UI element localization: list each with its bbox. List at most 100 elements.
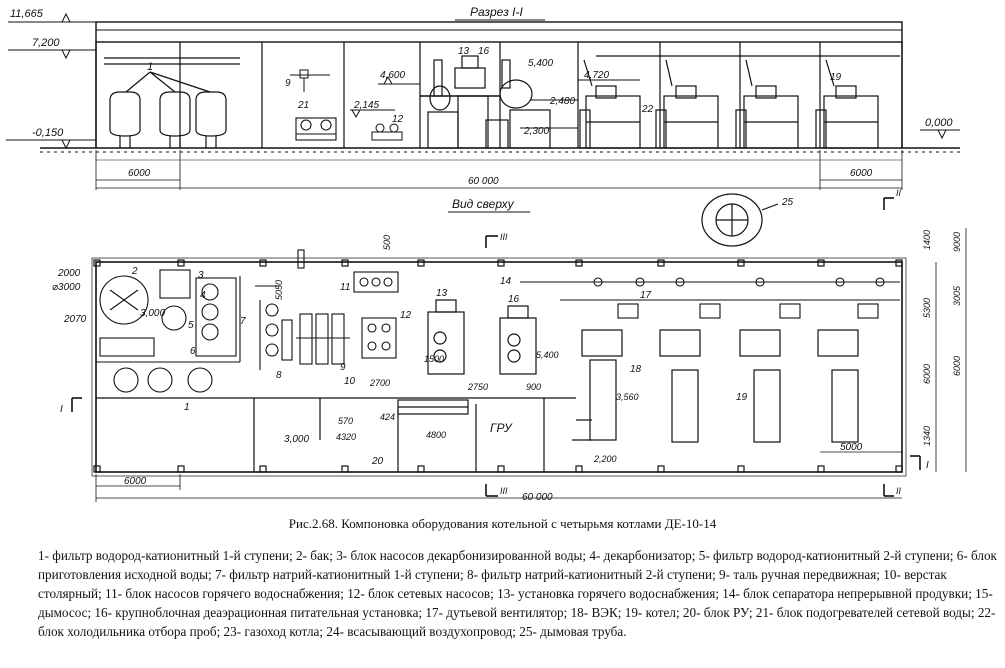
label-9-section: 9 <box>285 78 291 89</box>
plan-elev-3000-a: 3,000 <box>140 308 165 319</box>
label-14: 14 <box>500 276 512 287</box>
label-13-plan: 13 <box>436 288 448 299</box>
elevation-minus-0150: -0,150 <box>32 127 64 139</box>
fan-row-17 <box>520 277 900 319</box>
plan-dim-5400: 5,400 <box>536 350 559 360</box>
plan-dim-1500: 1500 <box>424 354 444 364</box>
pumps-12 <box>371 123 403 141</box>
layout-drawing: 11,665 7,200 -0,150 0,000 Разрез I-I <box>6 5 967 503</box>
section-dimensions <box>95 150 903 190</box>
plan-columns <box>93 259 903 473</box>
section-marks <box>71 197 921 497</box>
section-mark-i-right: I <box>926 460 929 471</box>
filter-tanks-1 <box>104 57 240 148</box>
label-19-section: 19 <box>830 72 842 83</box>
block-21 <box>295 117 337 141</box>
hoist-9 <box>290 69 330 92</box>
label-7: 7 <box>240 316 246 327</box>
plan-room-grpu: ГРУ <box>490 421 513 435</box>
plan-dim-5000: 5000 <box>840 442 863 453</box>
label-20: 20 <box>371 456 384 467</box>
label-12-section: 12 <box>392 114 404 125</box>
figure-legend: 1- фильтр водород-катионитный 1-й ступен… <box>38 548 997 639</box>
label-8: 8 <box>276 370 282 381</box>
plan-dim-r6000b: 6000 <box>952 356 962 376</box>
elevation-4720: 4,720 <box>584 70 609 81</box>
label-4: 4 <box>200 290 206 301</box>
plan-dim-2700: 2700 <box>369 378 390 388</box>
elevation-2145: 2,145 <box>353 100 379 111</box>
plan-dim-3560: 3,560 <box>616 392 639 402</box>
boilers-19-plan <box>572 329 859 443</box>
section-view: 11,665 7,200 -0,150 0,000 Разрез I-I <box>6 5 960 190</box>
elevation-5400: 5,400 <box>528 58 553 69</box>
plan-dimensions <box>95 228 967 502</box>
units-13-15-16 <box>427 55 551 149</box>
plan-dim-total: 60 000 <box>522 492 553 503</box>
plan-dim-left: 6000 <box>124 476 147 487</box>
plan-dim-500: 500 <box>382 235 392 250</box>
plan-dim-4320: 4320 <box>336 432 356 442</box>
section-title: Разрез I-I <box>470 5 523 19</box>
label-17: 17 <box>640 290 652 301</box>
plan-dim-570: 570 <box>338 416 353 426</box>
label-25: 25 <box>781 197 794 208</box>
lower-rooms <box>96 397 576 472</box>
label-16-section: 16 <box>478 46 490 57</box>
label-16-plan: 16 <box>508 294 520 305</box>
plan-view: Вид сверху 25 <box>52 188 967 503</box>
section-mark-i-left: I <box>60 404 63 415</box>
label-11: 11 <box>340 282 350 293</box>
central-blocks <box>281 249 399 365</box>
plan-dim-2200: 2,200 <box>593 454 617 464</box>
label-19-plan: 19 <box>736 392 748 403</box>
boilers-19-section <box>579 55 900 149</box>
section-dim-left: 6000 <box>128 168 151 179</box>
plan-dim-r1400: 1400 <box>922 230 932 250</box>
elevation-7200: 7,200 <box>32 37 60 49</box>
label-21-section: 21 <box>297 100 309 111</box>
label-9-plan: 9 <box>340 362 346 373</box>
elevation-2300: 2,300 <box>523 126 549 137</box>
label-12-plan: 12 <box>400 310 412 321</box>
label-13-section: 13 <box>458 46 470 57</box>
plan-dim-424: 424 <box>380 412 395 422</box>
label-10: 10 <box>344 376 356 387</box>
section-mark-iii-top: III <box>500 232 508 242</box>
label-6: 6 <box>190 346 196 357</box>
chimney-25 <box>701 193 779 247</box>
section-mark-ii-top: II <box>896 188 902 198</box>
label-5: 5 <box>188 320 194 331</box>
elevation-4600: 4,600 <box>380 70 405 81</box>
plan-dim-r5300: 5300 <box>922 298 932 318</box>
plan-dim-4800: 4800 <box>426 430 446 440</box>
plan-dim-r1340: 1340 <box>922 426 932 446</box>
section-dim-total: 60 000 <box>468 176 499 187</box>
plan-dim-2070: 2070 <box>63 314 87 325</box>
figure-caption: Рис.2.68. Компоновка оборудования котель… <box>288 516 717 531</box>
plan-dim-900: 900 <box>526 382 541 392</box>
plan-dim-d3000: ⌀3000 <box>52 282 81 293</box>
label-1-plan: 1 <box>184 402 190 413</box>
label-1-section: 1 <box>147 61 153 73</box>
plan-dim-rr3005: 3005 <box>952 285 962 306</box>
plan-dim-2000: 2000 <box>57 268 81 279</box>
label-3: 3 <box>198 270 204 281</box>
units-13-16-plan <box>427 299 537 375</box>
label-22-section: 22 <box>641 104 654 115</box>
water-treatment-area <box>96 269 280 393</box>
label-2: 2 <box>131 266 138 277</box>
section-mark-ii-bottom: II <box>896 486 902 496</box>
plan-title: Вид сверху <box>452 197 515 211</box>
section-dim-right: 6000 <box>850 168 873 179</box>
elevation-2480: 2,480 <box>549 96 575 107</box>
plan-dim-rr9000: 9000 <box>952 232 962 252</box>
plan-dim-r6000a: 6000 <box>922 364 932 384</box>
elevation-11665: 11,665 <box>10 8 44 20</box>
label-18: 18 <box>630 364 642 375</box>
plan-dim-5050: 5050 <box>274 280 284 300</box>
elevation-marks <box>6 12 960 150</box>
elevation-0000: 0,000 <box>925 117 953 129</box>
plan-elev-3000-b: 3,000 <box>284 434 309 445</box>
section-mark-iii-bottom: III <box>500 486 508 496</box>
